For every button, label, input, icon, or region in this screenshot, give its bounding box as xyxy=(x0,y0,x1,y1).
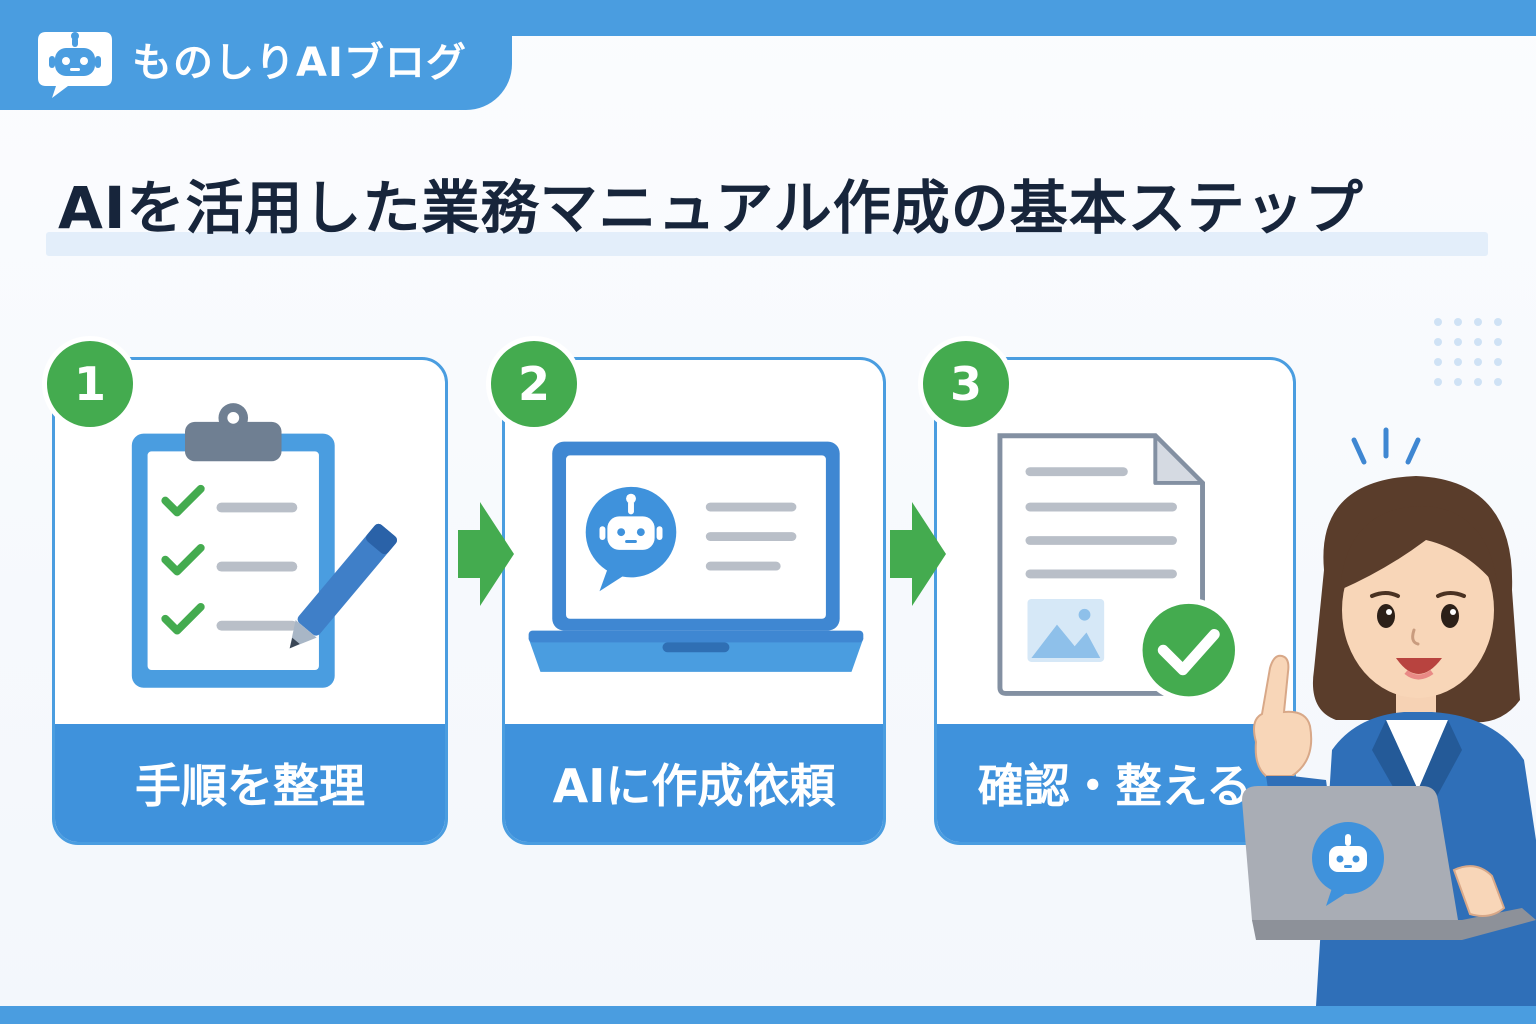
step-number-1: 1 xyxy=(42,336,138,432)
step-card-2: AIに作成依頼 xyxy=(502,357,886,845)
headline-underline xyxy=(46,232,1488,256)
page-title: AIを活用した業務マニュアル作成の基本ステップ xyxy=(58,174,1364,242)
checklist-clipboard-icon xyxy=(131,403,397,688)
arrow-right-icon xyxy=(890,502,946,606)
laptop-ai-chat-icon xyxy=(528,441,864,672)
step-number-2: 2 xyxy=(486,336,582,432)
brand-header: ものしりAIブログ xyxy=(0,0,512,110)
decorative-dots xyxy=(1434,318,1502,386)
step-card-1: 手順を整理 xyxy=(52,357,448,845)
document-check-icon xyxy=(997,433,1241,703)
step-number-3: 3 xyxy=(918,336,1014,432)
step-card-3: 確認・整える xyxy=(934,357,1296,845)
woman-pointing-laptop-illustration xyxy=(1242,427,1536,1006)
step-label-3: 確認・整える xyxy=(937,724,1293,842)
robot-chat-icon xyxy=(38,32,112,98)
arrow-right-icon xyxy=(458,502,514,606)
step-label-2: AIに作成依頼 xyxy=(505,724,883,842)
step-label-1: 手順を整理 xyxy=(55,724,445,842)
bottom-band xyxy=(0,1006,1536,1024)
brand-name[interactable]: ものしりAIブログ xyxy=(132,40,467,86)
